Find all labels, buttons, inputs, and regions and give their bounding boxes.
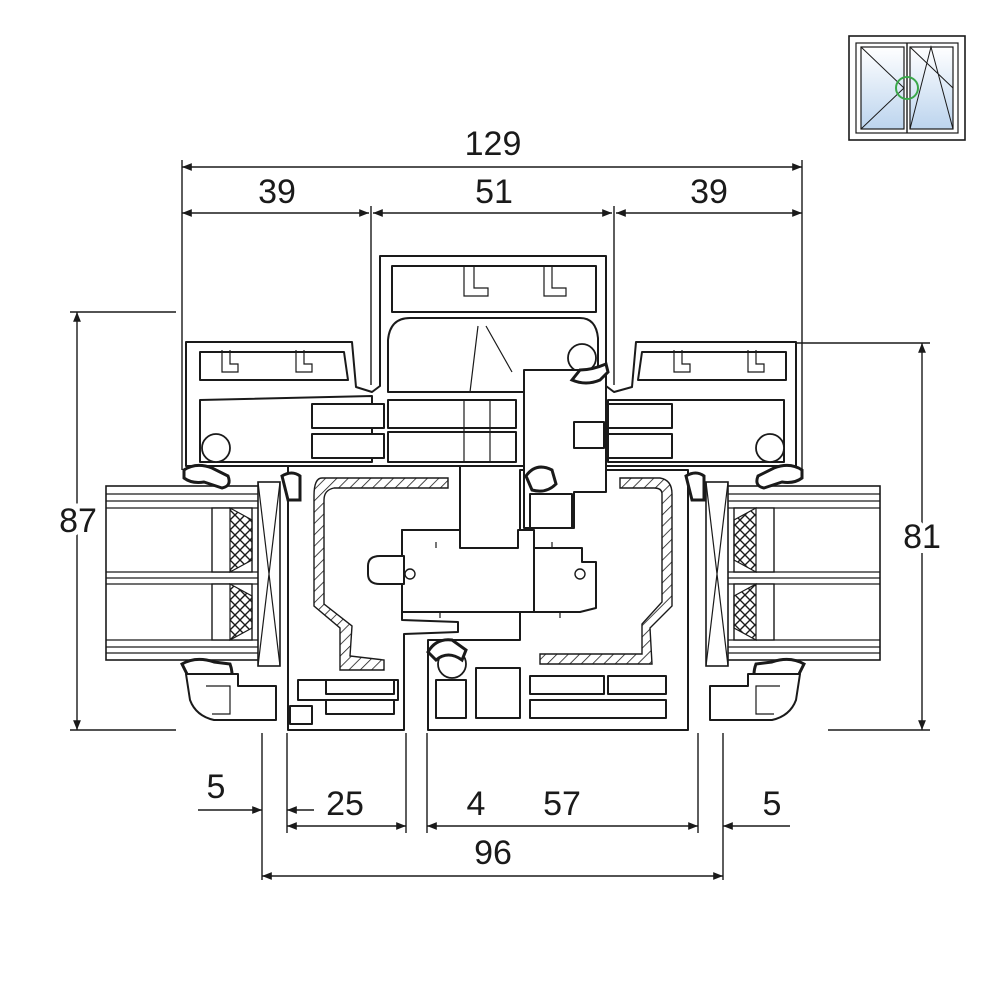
dim-center-mullion: 51 xyxy=(475,173,513,211)
dim-left-frame: 39 xyxy=(258,173,296,211)
dim-gap: 4 xyxy=(467,785,486,823)
bottom-frame-profile xyxy=(185,673,801,721)
left-glazing-unit xyxy=(105,481,281,667)
outer-frame-profile xyxy=(185,255,797,467)
dim-right-frame: 39 xyxy=(690,173,728,211)
side-dimensions: 87 81 xyxy=(54,311,946,731)
bottom-dimensions: 5 25 4 57 5 96 xyxy=(198,733,790,880)
dim-overall-width: 129 xyxy=(465,125,522,163)
left-sash-profile xyxy=(287,465,461,731)
handle-marker-icon xyxy=(895,76,919,100)
dim-right-edge: 5 xyxy=(763,785,782,823)
right-glazing-unit xyxy=(705,481,881,667)
dim-right-sash: 57 xyxy=(543,785,581,823)
dim-left-height: 87 xyxy=(59,502,97,540)
dim-right-height: 81 xyxy=(903,518,941,556)
dim-left-edge: 5 xyxy=(207,768,226,806)
dim-left-sash: 25 xyxy=(326,785,364,823)
double-casement-window-icon xyxy=(848,35,966,141)
dim-total-depth: 96 xyxy=(474,834,512,872)
seal-gaskets xyxy=(180,361,806,696)
top-dimensions: 129 39 51 39 xyxy=(181,125,803,470)
